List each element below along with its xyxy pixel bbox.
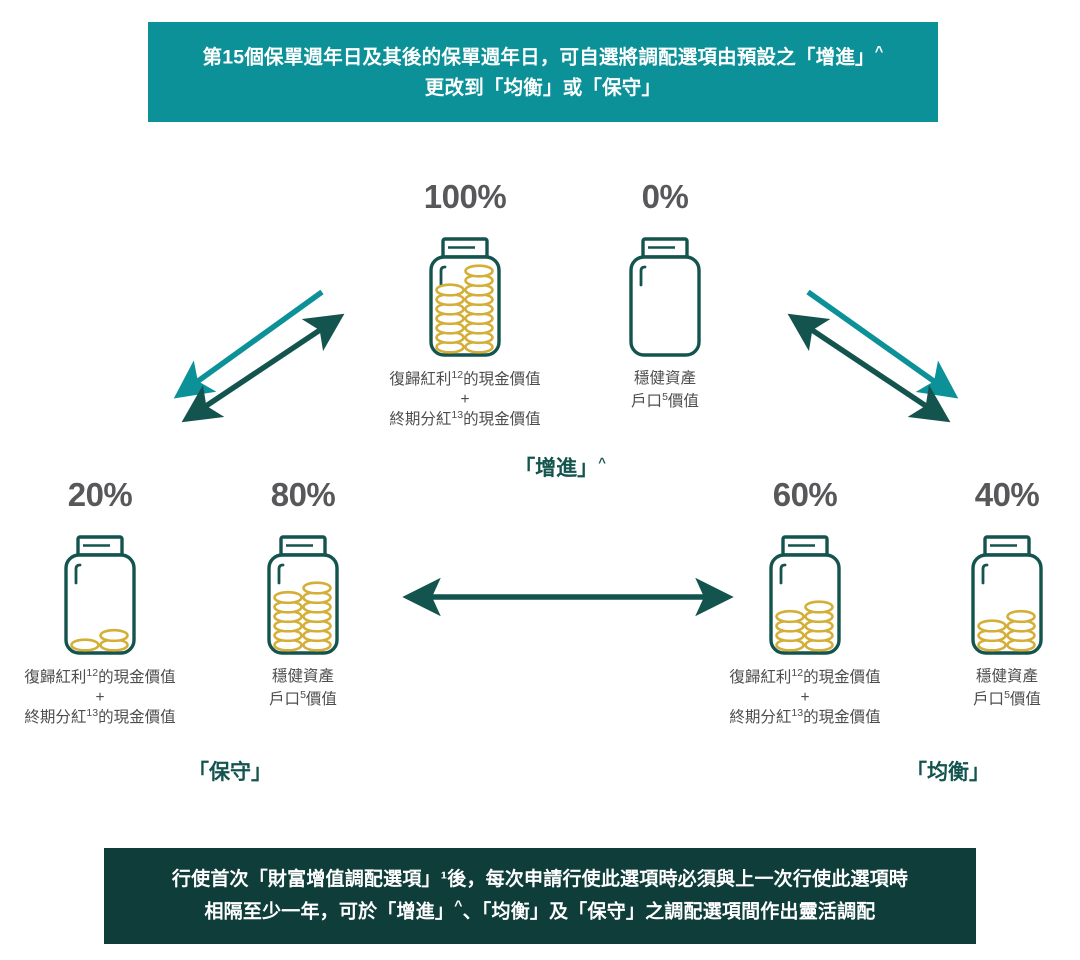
percent-label: 20% (67, 476, 133, 513)
scheme-label-balanced: 「均衡」 (906, 761, 990, 784)
bottom-banner-line-2-text: 、「均衡」及「保守」之調配選項間作出靈活調配 (462, 901, 876, 923)
percent-label: 40% (974, 476, 1040, 513)
caption-text: 價值 (305, 691, 337, 709)
caption-text: 復歸紅利 (729, 669, 792, 687)
percent-label: 100% (423, 178, 507, 215)
caption-text: 的現金價值 (803, 709, 881, 727)
caption-footnote: 13 (451, 409, 464, 422)
top-banner-caret-icon: ^ (874, 44, 884, 61)
caption-text: 的現金價值 (463, 411, 541, 429)
caption-text: 價值 (1009, 691, 1041, 709)
bottom-banner: 行使首次「財富增值調配選項」¹後，每次申請行使此選項時必須與上一次行使此選項時 … (104, 848, 976, 944)
jar-cell-reversionary-bonus: 60% 復歸紅利12的現金價值 + 終期分紅13的現金價值 (710, 478, 900, 729)
caption-footnote: 5 (662, 391, 668, 403)
caption-text: 終期分紅 (24, 709, 87, 727)
jar-cell-stable-asset: 80% 穩健資產 戶口5價值 (218, 478, 388, 711)
jar-cell-reversionary-bonus: 20% 復歸紅利12的現金價值 + 終期分紅13的現金價值 (5, 478, 195, 729)
jar-icon (580, 227, 750, 359)
caption-text: 的現金價值 (98, 669, 176, 687)
caption-text: 穩健資產 (271, 668, 334, 685)
caption-footnote: 12 (86, 667, 99, 679)
caption-text: 的現金價值 (463, 371, 541, 389)
caption-footnote: 5 (1004, 689, 1010, 701)
bottom-banner-line-2-text: 相隔至少一年，可於「增進」 (204, 901, 455, 923)
top-banner: 第15個保單週年日及其後的保單週年日，可自選將調配選項由預設之「增進」^ 更改到… (148, 22, 938, 122)
caption-text: 戶口 (631, 393, 663, 411)
jar-icon (5, 525, 195, 657)
top-banner-line-2: 更改到「均衡」或「保守」 (424, 76, 662, 99)
arrow-balanced-enhance-bidirectional (787, 313, 951, 423)
caption-text: 復歸紅利 (389, 371, 452, 389)
arrow-conservative-enhance-bidirectional (181, 313, 345, 423)
jar-cell-stable-asset: 40% 穩健資產 戶口5價值 (922, 478, 1080, 711)
jar-caption: 穩健資產 戶口5價值 (922, 666, 1080, 711)
top-banner-line-1: 第15個保單週年日及其後的保單週年日，可自選將調配選項由預設之「增進」^ (203, 41, 884, 73)
caption-footnote: 13 (86, 707, 99, 720)
caption-footnote: 5 (300, 689, 306, 701)
jar-icon (360, 227, 570, 359)
caption-text: 的現金價值 (98, 709, 176, 727)
jar-cell-reversionary-bonus: 100% 復歸紅利12的現金價值 + 終期分紅13的現金價值 (360, 180, 570, 431)
caption-text: 復歸紅利 (24, 669, 87, 687)
caption-text: 終期分紅 (729, 709, 792, 727)
percent-label: 80% (270, 476, 336, 513)
jar-icon (218, 525, 388, 657)
jar-caption: 穩健資產 戶口5價值 (580, 368, 750, 413)
caption-footnote: 12 (791, 667, 804, 679)
jar-caption: 復歸紅利12的現金價值 + 終期分紅13的現金價值 (5, 666, 195, 729)
caption-text: 終期分紅 (389, 411, 452, 429)
caption-footnote: 12 (451, 369, 464, 381)
caption-plus-sign: + (460, 391, 470, 409)
percent-label: 60% (772, 476, 838, 513)
caption-plus-sign: + (800, 689, 810, 707)
caption-text: 的現金價值 (803, 669, 881, 687)
caption-text: 穩健資產 (633, 370, 696, 387)
caption-text: 價值 (667, 393, 699, 411)
group-balanced: 60% 復歸紅利12的現金價值 + 終期分紅13的現金價值 40% 穩健資產 戶… (690, 478, 1080, 768)
bottom-banner-line-2: 相隔至少一年，可於「增進」^、「均衡」及「保守」之調配選項間作出靈活調配 (204, 895, 875, 927)
jar-icon (922, 525, 1080, 657)
scheme-label-text: 「增進」 (514, 457, 599, 480)
caption-text: 穩健資產 (975, 668, 1038, 685)
percent-label: 0% (641, 178, 689, 215)
scheme-label-enhance: 「增進」^ (470, 452, 650, 482)
scheme-label-conservative: 「保守」 (188, 761, 272, 784)
jar-icon (710, 525, 900, 657)
caption-text: 戶口 (973, 691, 1005, 709)
group-enhance: 100% 復歸紅利12的現金價值 + 終期分紅13的現金價值 0% 穩健資產 戶… (330, 180, 750, 490)
caption-footnote: 13 (791, 707, 804, 720)
group-conservative: 20% 復歸紅利12的現金價值 + 終期分紅13的現金價值 80% 穩健資產 戶… (0, 478, 400, 768)
bottom-banner-line-1: 行使首次「財富增值調配選項」¹後，每次申請行使此選項時必須與上一次行使此選項時 (171, 869, 909, 891)
jar-cell-stable-asset: 0% 穩健資產 戶口5價值 (580, 180, 750, 413)
bottom-banner-caret-icon: ^ (454, 897, 463, 914)
caption-text: 戶口 (269, 691, 301, 709)
jar-caption: 復歸紅利12的現金價值 + 終期分紅13的現金價值 (710, 666, 900, 729)
jar-caption: 復歸紅利12的現金價值 + 終期分紅13的現金價值 (360, 368, 570, 431)
top-banner-line-1-text: 第15個保單週年日及其後的保單週年日，可自選將調配選項由預設之「增進」 (202, 46, 875, 69)
jar-caption: 穩健資產 戶口5價值 (218, 666, 388, 711)
scheme-caret-icon: ^ (598, 455, 606, 470)
caption-plus-sign: + (95, 689, 105, 707)
